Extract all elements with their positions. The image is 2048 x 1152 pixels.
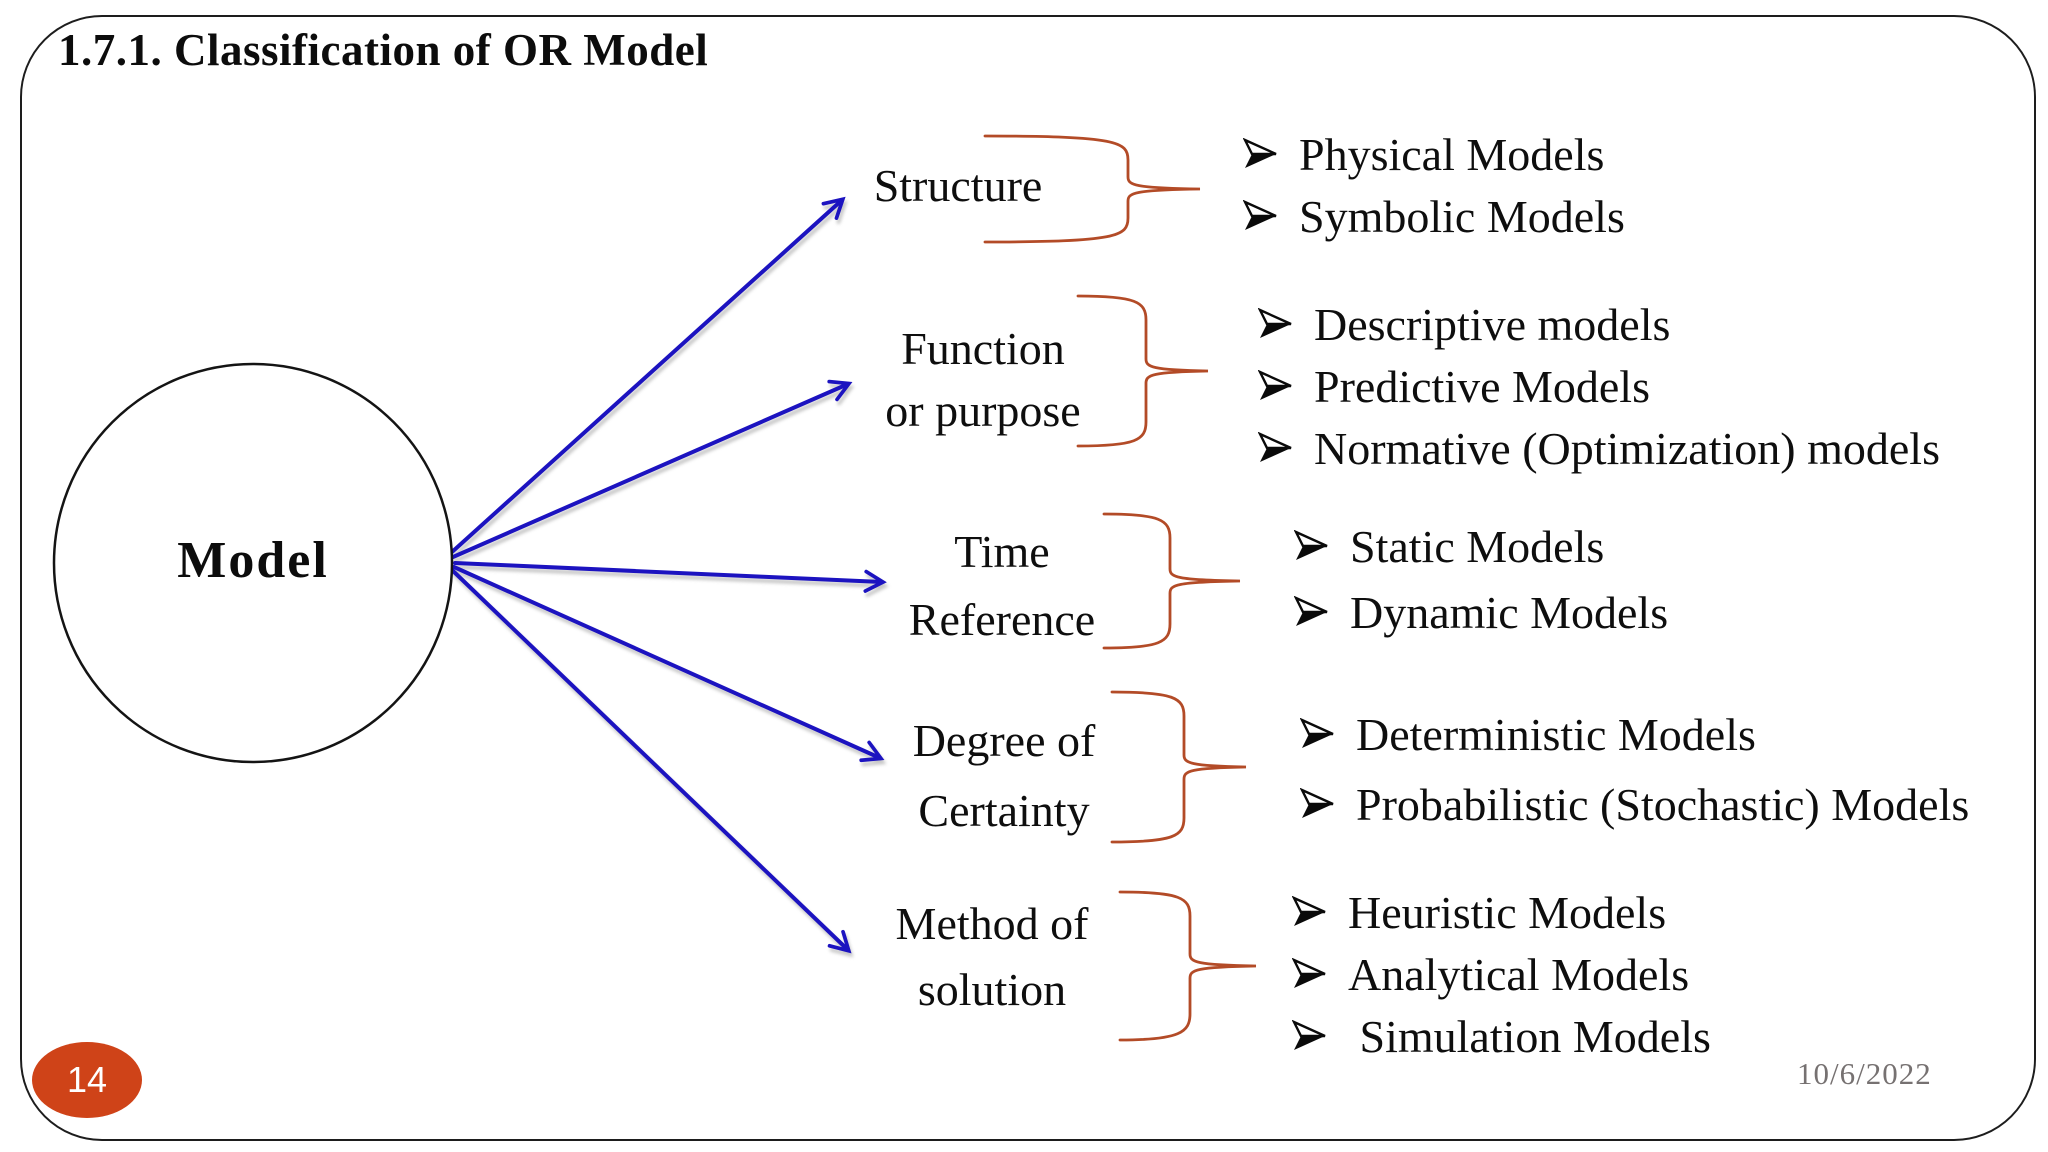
model-type-label: Dynamic Models (1350, 586, 1669, 638)
arrowhead-bullet-icon (1300, 718, 1334, 748)
brace-time-reference (1102, 512, 1241, 650)
arrowhead-bullet-icon (1258, 432, 1292, 462)
model-type-label: Normative (Optimization) models (1314, 422, 1940, 474)
arrowhead-bullet-icon (1243, 200, 1277, 230)
category-label-line: Reference (908, 594, 1096, 645)
arrow-to-time-reference (453, 561, 887, 593)
list-item: Analytical Models (1292, 946, 1689, 1002)
date-label: 10/6/2022 (1797, 1056, 1932, 1091)
arrow-to-function (451, 379, 853, 559)
list-item: Dynamic Models (1294, 584, 1668, 640)
arrowhead-bullet-icon (1300, 788, 1334, 818)
model-type-label: Symbolic Models (1299, 190, 1625, 242)
page-number: 14 (66, 1059, 108, 1100)
arrowhead-bullet-icon (1292, 896, 1326, 926)
category-label-line: Function (901, 323, 1065, 374)
list-item: Deterministic Models (1300, 706, 1756, 762)
arrowhead-bullet-icon (1258, 370, 1292, 400)
model-type-label: Probabilistic (Stochastic) Models (1356, 778, 1970, 830)
list-item: Heuristic Models (1292, 884, 1666, 940)
category-label-line: Time (954, 526, 1050, 577)
brace-method-of-solution (1118, 890, 1257, 1042)
arrow-to-method-of-solution (450, 568, 852, 954)
category-label-degree-of-certainty: Degree of Certainty (913, 706, 1096, 846)
arrowhead-bullet-icon (1294, 596, 1328, 626)
arrow-to-degree-of-certainty (452, 565, 885, 763)
category-label-line: Method of (895, 898, 1089, 949)
braces (983, 134, 1257, 1042)
arrowhead-bullet-icon (1292, 958, 1326, 988)
brace-function (1076, 294, 1209, 448)
model-type-label: Static Models (1350, 520, 1605, 572)
brace-structure (983, 134, 1201, 244)
list-item: Symbolic Models (1243, 188, 1625, 244)
category-label-function: Function or purpose (885, 318, 1080, 442)
list-item: Predictive Models (1258, 358, 1650, 414)
category-label-line: Structure (873, 160, 1043, 211)
category-label-method-of-solution: Method of solution (896, 891, 1089, 1023)
list-item: Probabilistic (Stochastic) Models (1300, 776, 1969, 832)
slide-border (20, 15, 2036, 1141)
model-type-label: Predictive Models (1314, 360, 1650, 412)
list-item: Static Models (1294, 518, 1604, 574)
model-arrows (450, 196, 887, 954)
arrowhead-bullet-icon (1243, 138, 1277, 168)
model-type-label: Analytical Models (1348, 948, 1690, 1000)
list-item: Simulation Models (1292, 1008, 1711, 1064)
model-circle (52, 362, 454, 764)
category-label-structure: Structure (874, 158, 1043, 214)
category-label-line: solution (917, 964, 1067, 1015)
brace-degree-of-certainty (1110, 690, 1247, 844)
category-label-line: or purpose (885, 385, 1081, 436)
model-type-label: Physical Models (1299, 128, 1605, 180)
list-item: Physical Models (1243, 126, 1604, 182)
arrowhead-bullet-icon (1294, 530, 1328, 560)
list-item: Normative (Optimization) models (1258, 420, 1940, 476)
model-type-label: Heuristic Models (1348, 886, 1667, 938)
arrowhead-bullet-icon (1292, 1020, 1326, 1050)
model-type-label: Simulation Models (1348, 1010, 1711, 1062)
category-label-time-reference: Time Reference (909, 518, 1095, 654)
page-title: 1.7.1. Classification of OR Model (58, 25, 709, 75)
arrowhead-bullet-icon (1258, 308, 1292, 338)
arrow-to-structure (450, 196, 846, 554)
category-label-line: Certainty (918, 785, 1090, 836)
model-type-label: Deterministic Models (1356, 708, 1756, 760)
list-item: Descriptive models (1258, 296, 1670, 352)
model-node-label: Model (177, 532, 329, 589)
model-type-label: Descriptive models (1314, 298, 1671, 350)
page-number-badge: 14 (32, 1042, 142, 1118)
category-label-line: Degree of (912, 715, 1096, 766)
